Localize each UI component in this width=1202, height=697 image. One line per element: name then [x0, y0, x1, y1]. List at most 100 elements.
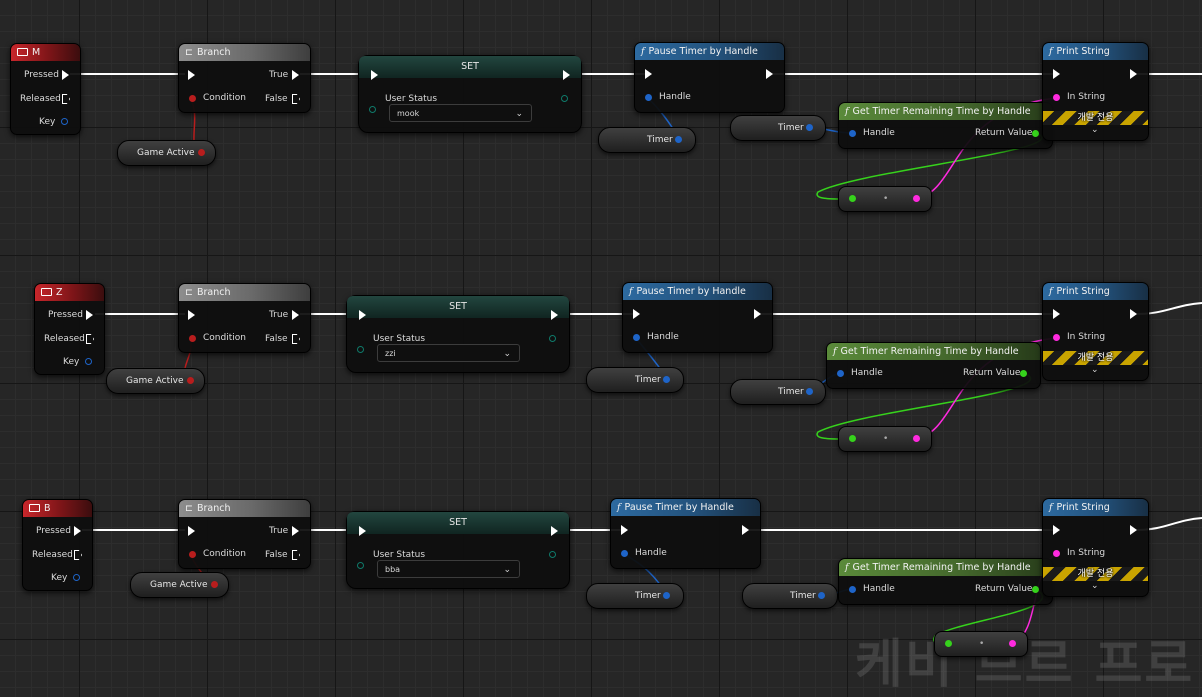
chevron-down-icon[interactable]: ⌄ — [1091, 581, 1099, 591]
released-exec-pin[interactable] — [62, 94, 70, 104]
print-exec-out[interactable] — [1130, 69, 1137, 79]
print-exec-in[interactable] — [1053, 69, 1060, 79]
key-event-node-b[interactable]: B Pressed Released Key — [22, 499, 93, 591]
key-event-node-m[interactable]: M Pressed Released Key — [10, 43, 81, 135]
key-event-node-z[interactable]: Z Pressed Released Key — [34, 283, 105, 375]
print-exec-in[interactable] — [1053, 309, 1060, 319]
game-active-pin[interactable] — [187, 377, 194, 384]
user-status-in-pin[interactable] — [357, 346, 364, 353]
false-exec-pin[interactable] — [292, 334, 300, 344]
timer-pin[interactable] — [675, 136, 682, 143]
set-exec-in[interactable] — [359, 526, 366, 536]
user-status-in-pin[interactable] — [357, 562, 364, 569]
print-exec-out[interactable] — [1130, 309, 1137, 319]
timer-pin[interactable] — [806, 388, 813, 395]
timer-pin[interactable] — [806, 124, 813, 131]
set-exec-out[interactable] — [551, 526, 558, 536]
pause-exec-in[interactable] — [621, 525, 628, 535]
pause-handle-pin[interactable] — [633, 334, 640, 341]
timer-getter-b[interactable]: Timer — [730, 379, 826, 405]
pressed-exec-pin[interactable] — [86, 310, 93, 320]
string-out-pin[interactable] — [1009, 640, 1016, 647]
print-exec-in[interactable] — [1053, 525, 1060, 535]
pressed-exec-pin[interactable] — [62, 70, 69, 80]
pause-exec-in[interactable] — [645, 69, 652, 79]
pause-exec-out[interactable] — [754, 309, 761, 319]
branch-exec-in[interactable] — [188, 70, 195, 80]
timer-pin[interactable] — [663, 592, 670, 599]
true-exec-pin[interactable] — [292, 70, 299, 80]
string-out-pin[interactable] — [913, 435, 920, 442]
branch-node[interactable]: ⊏Branch True Condition False — [178, 43, 311, 113]
timer-getter-a[interactable]: Timer — [586, 583, 684, 609]
game-active-getter[interactable]: Game Active — [130, 572, 229, 598]
user-status-dropdown[interactable]: mook⌄ — [389, 104, 532, 122]
game-active-getter[interactable]: Game Active — [117, 140, 216, 166]
pressed-exec-pin[interactable] — [74, 526, 81, 536]
pause-exec-out[interactable] — [742, 525, 749, 535]
key-struct-pin[interactable] — [61, 118, 68, 125]
get-handle-pin[interactable] — [849, 130, 856, 137]
game-active-pin[interactable] — [211, 581, 218, 588]
condition-pin[interactable] — [189, 335, 196, 342]
return-value-pin[interactable] — [1032, 130, 1039, 137]
false-exec-pin[interactable] — [292, 550, 300, 560]
pause-exec-out[interactable] — [766, 69, 773, 79]
user-status-dropdown[interactable]: bba⌄ — [377, 560, 520, 578]
pause-handle-pin[interactable] — [621, 550, 628, 557]
float-to-string-node[interactable]: • — [838, 186, 932, 212]
timer-getter-a[interactable]: Timer — [598, 127, 696, 153]
chevron-down-icon[interactable]: ⌄ — [1091, 365, 1099, 375]
set-exec-out[interactable] — [551, 310, 558, 320]
branch-node[interactable]: ⊏Branch True Condition False — [178, 499, 311, 569]
set-user-status-node[interactable]: SET User Status bba⌄ — [346, 511, 570, 589]
true-exec-pin[interactable] — [292, 526, 299, 536]
print-exec-out[interactable] — [1130, 525, 1137, 535]
released-exec-pin[interactable] — [86, 334, 94, 344]
set-user-status-node[interactable]: SET User Status zzi⌄ — [346, 295, 570, 373]
chevron-down-icon[interactable]: ⌄ — [1091, 125, 1099, 135]
timer-getter-b[interactable]: Timer — [742, 583, 838, 609]
float-in-pin[interactable] — [945, 640, 952, 647]
timer-pin[interactable] — [663, 376, 670, 383]
timer-getter-b[interactable]: Timer — [730, 115, 826, 141]
key-struct-pin[interactable] — [85, 358, 92, 365]
float-in-pin[interactable] — [849, 195, 856, 202]
user-status-out-pin[interactable] — [549, 551, 556, 558]
get-handle-pin[interactable] — [837, 370, 844, 377]
user-status-in-pin[interactable] — [369, 106, 376, 113]
condition-pin[interactable] — [189, 95, 196, 102]
true-exec-pin[interactable] — [292, 310, 299, 320]
string-out-pin[interactable] — [913, 195, 920, 202]
return-value-pin[interactable] — [1020, 370, 1027, 377]
set-exec-out[interactable] — [563, 70, 570, 80]
float-to-string-node[interactable]: • — [934, 631, 1028, 657]
in-string-pin[interactable] — [1053, 94, 1060, 101]
branch-exec-in[interactable] — [188, 526, 195, 536]
key-struct-pin[interactable] — [73, 574, 80, 581]
timer-pin[interactable] — [818, 592, 825, 599]
return-value-pin[interactable] — [1032, 586, 1039, 593]
set-exec-in[interactable] — [359, 310, 366, 320]
user-status-dropdown[interactable]: zzi⌄ — [377, 344, 520, 362]
in-string-pin[interactable] — [1053, 334, 1060, 341]
user-status-out-pin[interactable] — [561, 95, 568, 102]
user-status-out-pin[interactable] — [549, 335, 556, 342]
game-active-pin[interactable] — [198, 149, 205, 156]
get-handle-pin[interactable] — [849, 586, 856, 593]
false-exec-pin[interactable] — [292, 94, 300, 104]
in-string-pin[interactable] — [1053, 550, 1060, 557]
released-exec-pin[interactable] — [74, 550, 82, 560]
float-in-pin[interactable] — [849, 435, 856, 442]
condition-pin[interactable] — [189, 551, 196, 558]
float-to-string-node[interactable]: • — [838, 426, 932, 452]
